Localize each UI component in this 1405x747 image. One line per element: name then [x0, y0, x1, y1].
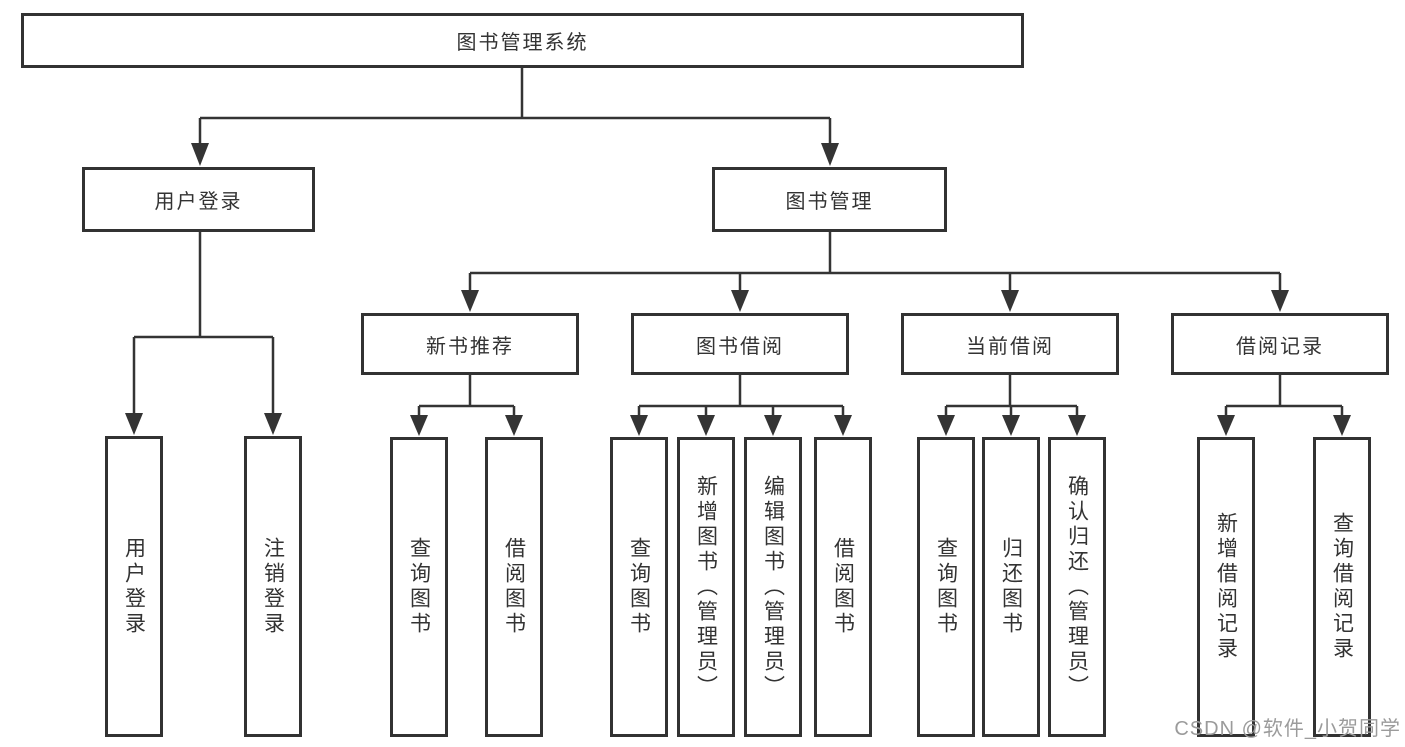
leaf-label: 借阅图书 [831, 537, 855, 637]
node-new-book-recommend: 新书推荐 [361, 313, 579, 375]
node-current-borrow: 当前借阅 [901, 313, 1119, 375]
leaf-label: 注销登录 [261, 536, 285, 637]
node-borrow-records: 借阅记录 [1171, 313, 1389, 375]
leaf-newbooks-borrow: 借阅图书 [485, 437, 543, 737]
leaf-label: 归还图书 [999, 537, 1023, 637]
node-book-management-branch: 图书管理 [712, 167, 947, 232]
leaf-label: 新增图书（管理员） [694, 474, 718, 700]
node-system-root: 图书管理系统 [21, 13, 1024, 68]
leaf-label: 借阅图书 [502, 537, 526, 637]
node-label: 图书借阅 [696, 335, 784, 358]
leaf-label: 新增借阅记录 [1214, 512, 1238, 662]
node-label: 用户登录 [154, 191, 243, 213]
leaf-current-return: 归还图书 [982, 437, 1040, 737]
leaf-label: 查询图书 [627, 537, 651, 637]
csdn-watermark: CSDN @软件_小贺同学 [1174, 718, 1401, 740]
node-user-login-branch: 用户登录 [82, 167, 315, 232]
leaf-label: 编辑图书（管理员） [761, 474, 785, 700]
node-label: 当前借阅 [966, 335, 1054, 358]
leaf-borrow-add-admin: 新增图书（管理员） [677, 437, 735, 737]
node-book-borrow: 图书借阅 [631, 313, 849, 375]
leaf-label: 查询图书 [934, 537, 958, 637]
node-label: 新书推荐 [426, 335, 514, 358]
leaf-records-query: 查询借阅记录 [1313, 437, 1371, 737]
leaf-borrow-borrow: 借阅图书 [814, 437, 872, 737]
leaf-label: 查询借阅记录 [1330, 512, 1354, 662]
leaf-newbooks-query: 查询图书 [390, 437, 448, 737]
leaf-logout: 注销登录 [244, 436, 302, 737]
leaf-label: 确认归还（管理员） [1065, 474, 1089, 700]
leaf-label: 查询图书 [407, 537, 431, 637]
node-label: 图书管理系统 [456, 32, 589, 54]
leaf-current-query: 查询图书 [917, 437, 975, 737]
leaf-records-add: 新增借阅记录 [1197, 437, 1255, 737]
node-label: 借阅记录 [1236, 335, 1324, 358]
leaf-user-login: 用户登录 [105, 436, 163, 737]
node-label: 图书管理 [785, 191, 874, 213]
leaf-borrow-edit-admin: 编辑图书（管理员） [744, 437, 802, 737]
leaf-borrow-query: 查询图书 [610, 437, 668, 737]
leaf-current-confirm-return-admin: 确认归还（管理员） [1048, 437, 1106, 737]
leaf-label: 用户登录 [122, 536, 146, 637]
